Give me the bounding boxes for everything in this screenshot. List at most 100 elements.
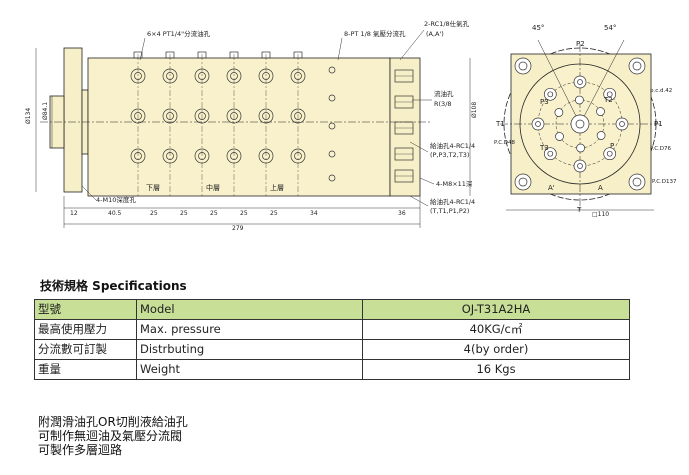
- dim-4: 25: [180, 210, 188, 217]
- spec-label-en: Model: [136, 299, 363, 320]
- port-hole-inner: [134, 112, 142, 120]
- layer-top-label: 上層: [270, 183, 284, 192]
- port-hole-outer: [226, 148, 242, 164]
- port-hole-outer: [130, 68, 146, 84]
- layer-mid-label: 中層: [206, 183, 220, 192]
- leader-lines: [81, 29, 435, 207]
- port-hole-inner: [134, 152, 142, 160]
- oil-hole-label: 流油孔: [434, 89, 454, 98]
- port-boss: [261, 51, 271, 59]
- port-hole-inner: [619, 121, 625, 127]
- bottom-rc-sub-label: (T,T1,P1,P2): [430, 207, 469, 215]
- port-hole-inner: [294, 152, 302, 160]
- inner-port-hole: [596, 107, 605, 116]
- dim-1: 12: [70, 210, 78, 217]
- technical-drawing: 下層 中層 上層 6×4 PT1/4"分流油孔 8-PT 1/8 氣壓分流孔 2…: [25, 19, 677, 232]
- layer-labels: 下層 中層 上層: [146, 183, 284, 192]
- port-hole-outer: [258, 68, 274, 84]
- pcd42-label: p.c.d.42: [650, 88, 672, 94]
- port-hole-inner: [547, 150, 554, 157]
- inner-port-hole: [576, 143, 585, 153]
- end-view-labels: 45° 54° P2 P3 T2 T1 P1 T3 P T A A' p.c.d…: [494, 24, 677, 214]
- supply-rc-sub-label: (P,P3,T2,T3): [430, 151, 469, 159]
- port-rows: [130, 51, 414, 196]
- port-hole-outer: [162, 68, 178, 84]
- inner-port-hole: [596, 131, 606, 140]
- port-hole-inner: [262, 72, 270, 80]
- port-p-label: P: [610, 142, 614, 150]
- port-hole-inner: [166, 152, 174, 160]
- side-view: [40, 47, 432, 197]
- end-view-holes: [514, 57, 646, 191]
- spec-label-en: Max. pressure: [136, 319, 363, 340]
- dim-8: 34: [310, 210, 318, 217]
- port-hole-outer: [226, 108, 242, 124]
- spec-label-zh: 最高使用壓力: [34, 319, 137, 340]
- dimension-lines: [35, 48, 654, 228]
- rc-top-label: 2-RC1/8仕氣孔: [424, 19, 470, 28]
- port-a-label: A: [598, 184, 603, 192]
- port-hole-inner: [294, 112, 302, 120]
- dim-left-dia: Ø134: [25, 108, 32, 124]
- port-hole-outer: [226, 68, 242, 84]
- layer-low-label: 下層: [146, 184, 160, 192]
- port-hole-outer: [130, 108, 146, 124]
- port-t-label: T: [576, 206, 582, 214]
- dim-right-dia: Ø108: [471, 102, 478, 118]
- angle-left-label: 45°: [532, 24, 544, 32]
- port-hole-inner: [606, 91, 613, 98]
- supply-rc-label: 給油孔4-RC1/4: [430, 141, 475, 150]
- port-hole-outer: [290, 108, 306, 124]
- port-boss: [293, 51, 303, 59]
- spec-value: 40KG/c㎡: [362, 319, 630, 340]
- spec-label-zh: 型號: [34, 299, 137, 320]
- port-boss: [133, 51, 143, 59]
- inner-port-hole: [575, 95, 584, 105]
- port-hole-outer: [290, 68, 306, 84]
- port-boss: [165, 51, 175, 59]
- dim-mid-dia: Ø84.1: [42, 102, 49, 120]
- port-p2-label: P2: [576, 40, 585, 48]
- spec-value: 4(by order): [362, 339, 630, 360]
- port-hole-inner: [294, 72, 302, 80]
- port-p3-label: P3: [540, 98, 549, 106]
- specs-table: 型號 Model OJ-T31A2HA 最高使用壓力 Max. pressure…: [34, 299, 630, 380]
- spec-label-en: Weight: [136, 359, 363, 380]
- rc-top-sub-label: (A,A'): [426, 30, 444, 38]
- port-hole-inner: [577, 79, 583, 85]
- port-t3-label: T3: [539, 144, 549, 152]
- port-boss: [197, 51, 207, 59]
- port-hole-inner: [198, 152, 206, 160]
- port-hole-inner: [198, 112, 206, 120]
- angle-right-label: 54°: [604, 24, 616, 32]
- note-line: 可制作無迴油及氣壓分流閥: [38, 429, 183, 443]
- port-hole-outer: [194, 148, 210, 164]
- port-hole-inner: [230, 72, 238, 80]
- port-hole-inner: [577, 163, 583, 169]
- port-boss: [229, 51, 239, 59]
- dim-total: 279: [232, 225, 244, 232]
- center-hole-inner: [575, 119, 585, 129]
- air-port-hole: [328, 94, 336, 102]
- port-hole-outer: [194, 68, 210, 84]
- note-line: 可製作多層迴路: [38, 443, 123, 457]
- spec-row-model: 型號 Model OJ-T31A2HA: [34, 299, 630, 320]
- spec-label-en: Distrbuting: [136, 339, 363, 360]
- port-hole-inner: [230, 152, 238, 160]
- notes: 附潤滑油孔OR切削液給油孔 可制作無迴油及氣壓分流閥 可製作多層迴路: [38, 415, 188, 457]
- port-hole-inner: [198, 72, 206, 80]
- spec-row-pressure: 最高使用壓力 Max. pressure 40KG/c㎡: [34, 319, 630, 340]
- air-port-hole: [328, 122, 336, 130]
- port-hole-outer: [290, 148, 306, 164]
- dim-9: 36: [398, 210, 406, 217]
- inner-port-hole: [555, 132, 564, 141]
- inner-port-hole: [554, 108, 564, 117]
- spec-value: 16 Kgs: [362, 359, 630, 380]
- port-hole-inner: [230, 112, 238, 120]
- pcd137-label: P.C.D137: [652, 179, 677, 185]
- spec-label-zh: 重量: [34, 359, 137, 380]
- spec-label-zh: 分流數可訂製: [34, 339, 137, 360]
- spec-value: OJ-T31A2HA: [362, 299, 630, 320]
- ports-6x4-label: 6×4 PT1/4"分流油孔: [147, 29, 211, 38]
- bottom-rc-label: 給油孔4-RC1/4: [430, 197, 475, 206]
